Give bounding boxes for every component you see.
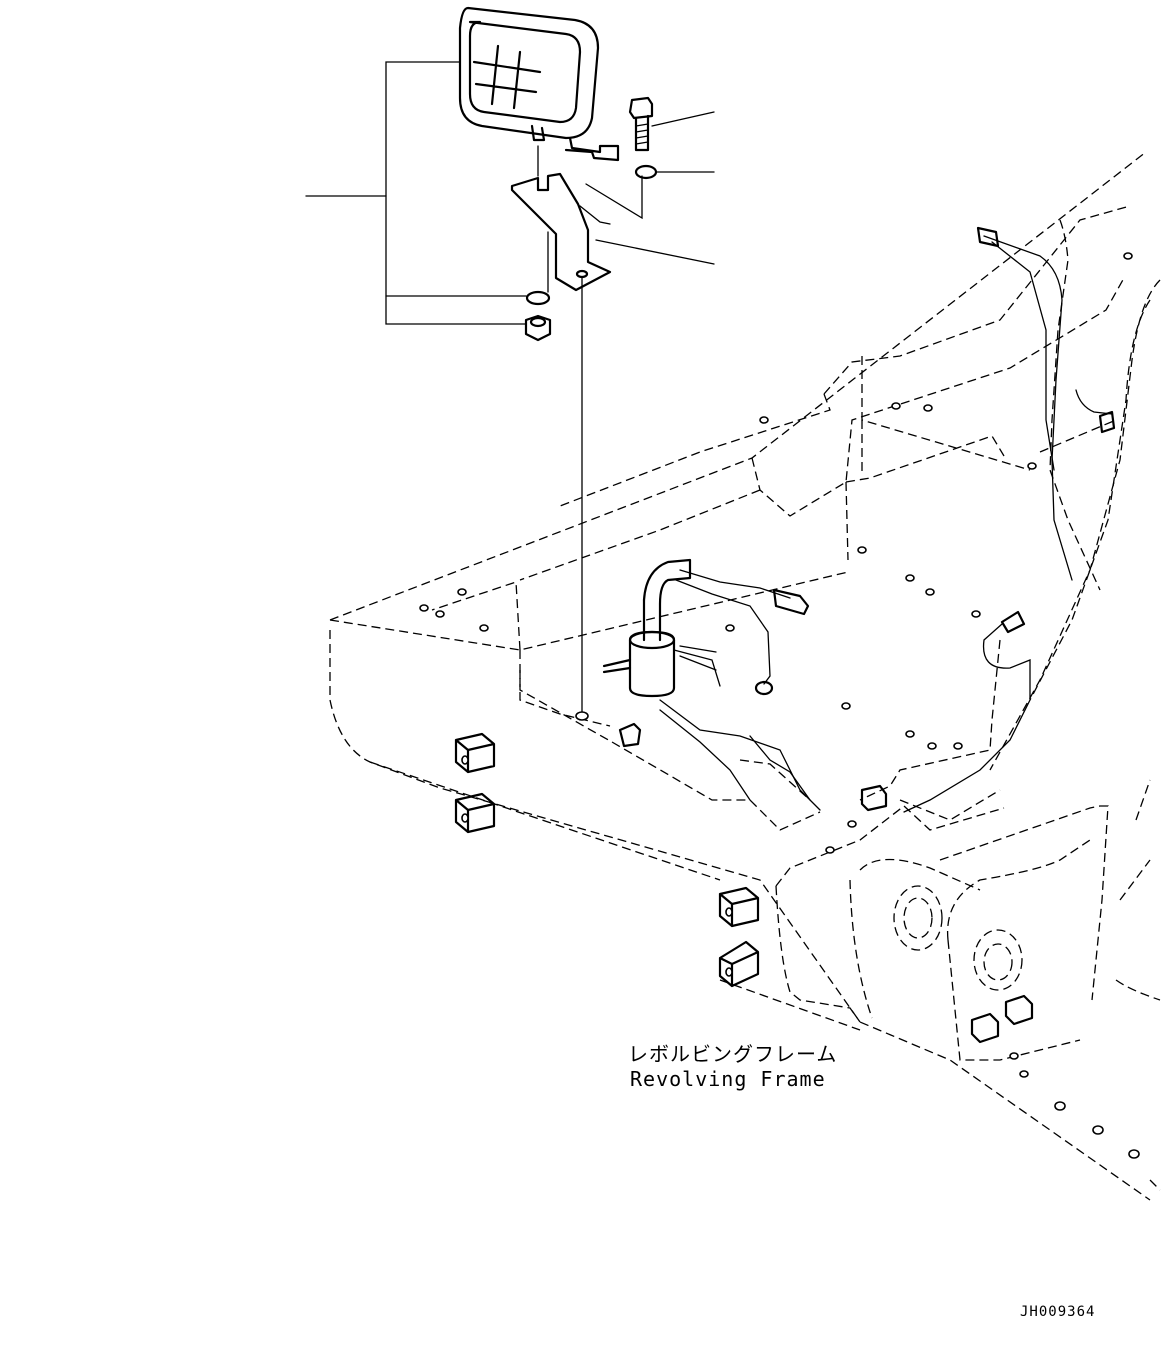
mount-blocks: [454, 722, 1034, 1044]
bolt-washer[interactable]: [634, 164, 658, 180]
drawing-code: JH009364: [1020, 1304, 1095, 1320]
frame-label-jp: レボルビングフレーム: [628, 1042, 837, 1066]
work-lamp[interactable]: [458, 6, 620, 162]
lamp-bracket[interactable]: [510, 172, 612, 292]
lamp-nut[interactable]: [524, 314, 552, 342]
lamp-bolt[interactable]: [628, 96, 654, 152]
frame-holes: [419, 252, 1140, 1159]
frame-label-en: Revolving Frame: [630, 1067, 826, 1091]
callout-leaders: [305, 61, 715, 715]
revolving-frame: [329, 151, 1161, 1201]
wiring-harness: [602, 226, 1116, 813]
lamp-washer[interactable]: [525, 290, 551, 306]
